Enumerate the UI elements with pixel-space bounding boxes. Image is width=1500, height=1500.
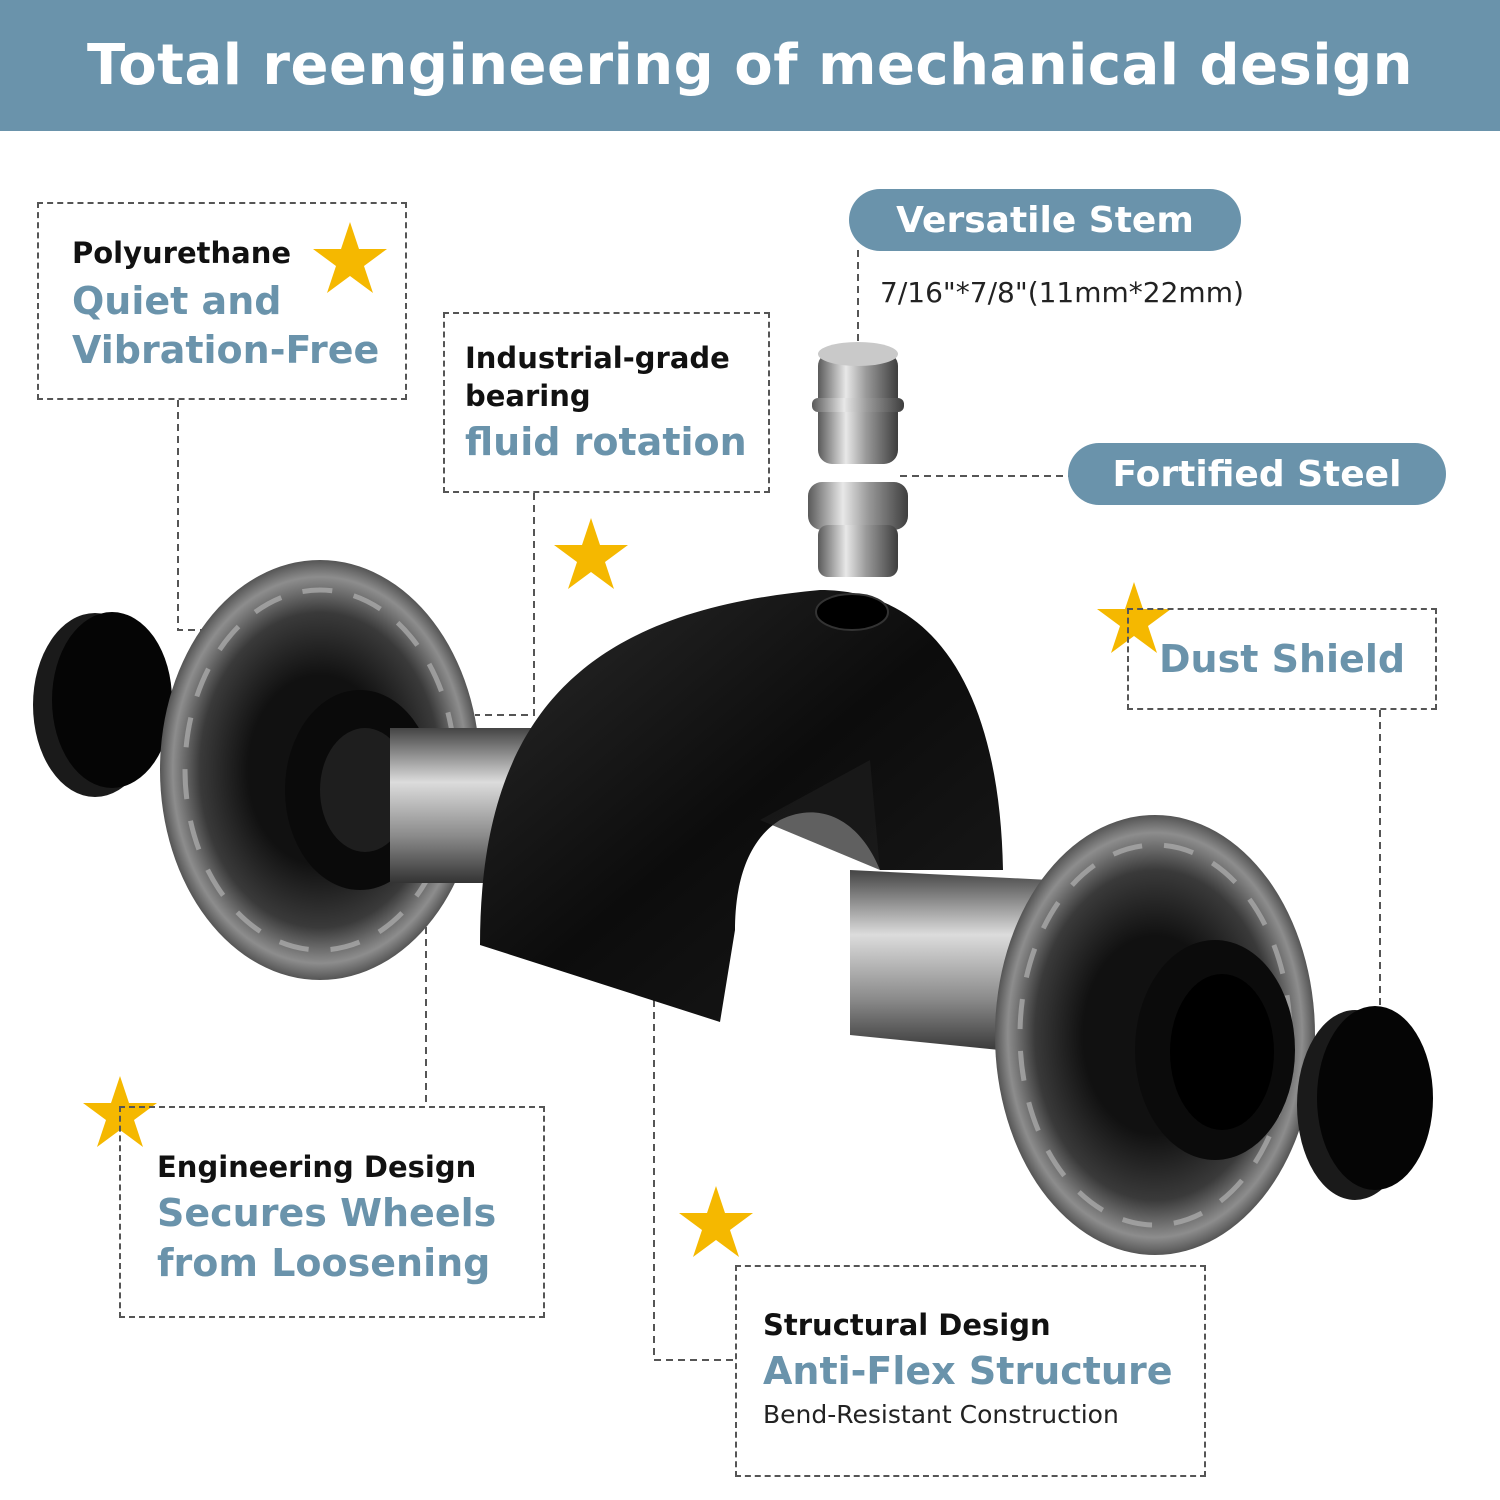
bearing-heading-line2: bearing <box>465 379 591 413</box>
callout-polyurethane <box>37 202 407 400</box>
bearing-heading-line1: Industrial-grade <box>465 341 730 375</box>
polyurethane-heading: Polyurethane <box>72 236 292 270</box>
structural-sub: Bend-Resistant Construction <box>763 1400 1119 1429</box>
right-dust-cap <box>1297 1006 1433 1200</box>
star-icon <box>313 222 387 293</box>
versatile-stem-pill: Versatile Stem <box>849 189 1241 251</box>
header-banner: Total reengineering of mechanical design <box>0 0 1500 131</box>
star-icon <box>554 518 628 589</box>
connector-lines <box>177 250 1381 1361</box>
polyurethane-line2: Vibration-Free <box>72 328 380 372</box>
steel-stem <box>808 342 908 577</box>
engineering-heading: Engineering Design <box>157 1150 477 1184</box>
page-title: Total reengineering of mechanical design <box>86 33 1414 98</box>
callout-dust-shield <box>1127 608 1437 710</box>
engineering-line2: from Loosening <box>157 1241 491 1285</box>
connector-structural <box>653 880 735 1361</box>
star-icon <box>1097 582 1171 653</box>
stem-spec: 7/16"*7/8"(11mm*22mm) <box>880 276 1244 309</box>
fork-body <box>480 590 1003 1022</box>
engineering-line1: Secures Wheels <box>157 1191 497 1235</box>
bearing-feature: fluid rotation <box>465 420 747 464</box>
callout-engineering <box>119 1106 545 1318</box>
connector-bearing <box>475 493 535 716</box>
right-wheel <box>995 815 1315 1255</box>
left-dust-cap <box>33 612 172 797</box>
structural-feature: Anti-Flex Structure <box>763 1349 1173 1393</box>
fortified-steel-pill: Fortified Steel <box>1068 443 1446 505</box>
dust-shield-feature: Dust Shield <box>1159 637 1406 681</box>
polyurethane-line1: Quiet and <box>72 279 282 323</box>
star-icon <box>679 1186 753 1257</box>
structural-heading: Structural Design <box>763 1308 1051 1342</box>
connector-polyurethane <box>177 400 260 631</box>
callout-structural <box>735 1265 1206 1477</box>
callout-bearing <box>443 312 770 493</box>
